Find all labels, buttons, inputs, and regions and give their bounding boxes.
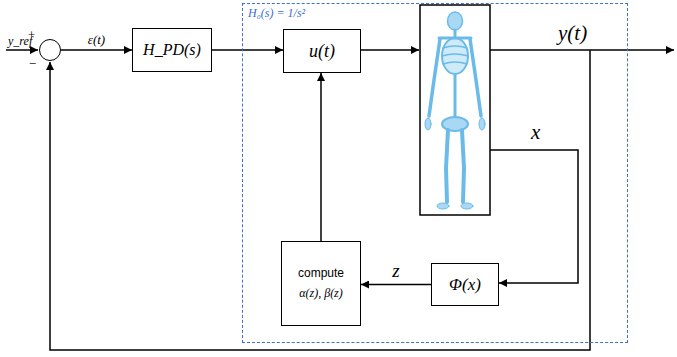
- node-label: Φ(x): [449, 275, 481, 295]
- body-box: [420, 5, 490, 215]
- node-label: α(z), β(z): [299, 287, 343, 301]
- summing-junction: +−: [39, 39, 61, 61]
- control-wire: [360, 49, 419, 51]
- signal-arrow: [212, 49, 283, 51]
- signal-label: z: [390, 261, 401, 282]
- signal-arrow: [320, 73, 322, 241]
- node-label: compute: [298, 267, 344, 281]
- signal-arrow: [61, 49, 132, 51]
- output-label: y(t): [558, 22, 587, 45]
- state-wire: [490, 150, 578, 283]
- input-wire: [6, 49, 38, 51]
- feedback-wire: [50, 50, 590, 350]
- input-box: u(t): [283, 29, 361, 73]
- node-label: u(t): [309, 41, 335, 62]
- node-heading: H₀(s) = 1/s²: [248, 7, 305, 21]
- signal-label: ε(t): [86, 33, 107, 47]
- compute-box: compute α(z), β(z): [281, 241, 361, 326]
- state-label: x: [531, 121, 540, 144]
- reference-label: y_ref: [8, 35, 32, 48]
- node-heading: −: [28, 57, 37, 72]
- signal-arrow: [361, 284, 431, 286]
- output-wire: [490, 49, 674, 51]
- controller-box: H_PD(s): [132, 28, 212, 72]
- skeleton-illustration: [425, 12, 485, 209]
- node-label: H_PD(s): [143, 41, 201, 59]
- plant-region: H₀(s) = 1/s² u(t) compute α(z), β(z) Φ(x): [242, 3, 628, 343]
- feature-map-box: Φ(x): [431, 263, 499, 306]
